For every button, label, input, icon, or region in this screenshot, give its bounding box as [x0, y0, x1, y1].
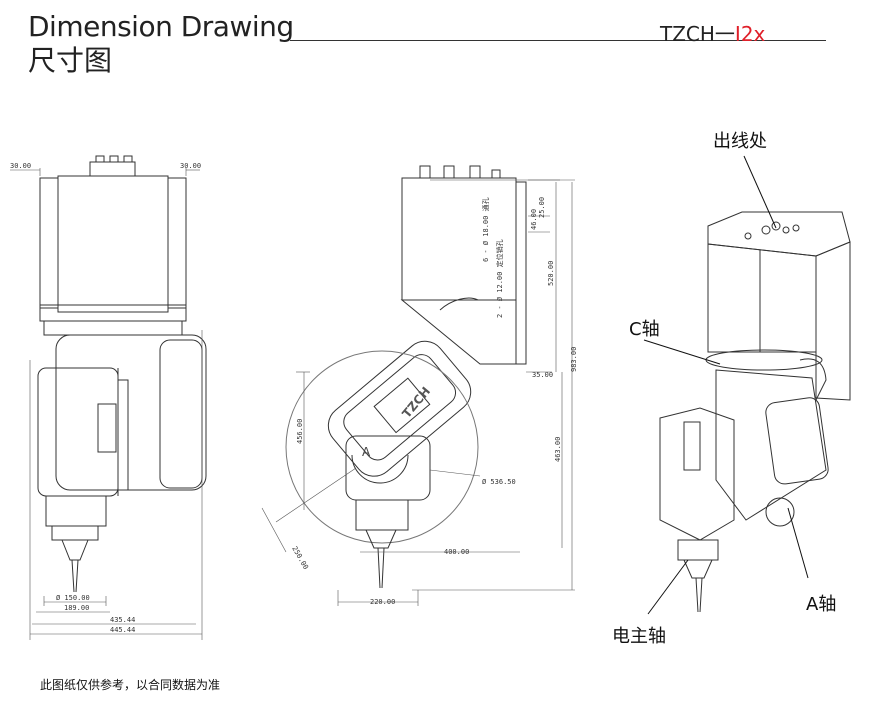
dim-side-35: 35.00: [532, 371, 553, 379]
dim-side-400: 400.00: [444, 548, 469, 556]
iso-view: [659, 211, 851, 613]
dim-side-d536: Ø 536.50: [482, 478, 516, 486]
callout-spindle: 电主轴: [612, 626, 666, 647]
dim-front-435: 435.44: [110, 616, 135, 624]
dim-front-189: 189.00: [64, 604, 89, 612]
dim-side-46: 46.00: [530, 209, 538, 230]
side-view-dim-lines: [261, 179, 575, 606]
footer-note: 此图纸仅供参考，以合同数据为准: [40, 678, 221, 692]
callout-a-axis: A轴: [806, 594, 837, 615]
dim-side-220: 220.00: [370, 598, 395, 606]
dim-front-left-30: 30.00: [10, 162, 31, 170]
model-number: TZCH一I2x: [660, 18, 765, 47]
dim-side-456: 456.00: [296, 419, 304, 444]
header-rule: [290, 40, 826, 41]
side-a-axis-mark: A: [362, 445, 371, 459]
dim-side-holes-18: 6 - Ø 18.00 通孔: [481, 197, 490, 262]
callout-c-axis: C轴: [629, 319, 660, 340]
dim-front-d150: Ø 150.00: [56, 594, 90, 602]
dim-side-463: 463.00: [554, 437, 562, 462]
front-view: [37, 155, 207, 593]
callout-leaders: [643, 155, 809, 615]
page-title-cn: 尺寸图: [28, 44, 113, 77]
dim-side-250: 250.00: [290, 545, 310, 571]
dim-side-983: 983.00: [570, 347, 578, 372]
dim-side-holes-12: 2 - Ø 12.00 定位销孔: [495, 239, 504, 318]
dim-front-right-30: 30.00: [180, 162, 201, 170]
dim-side-520: 520.00: [547, 261, 555, 286]
side-view: [285, 165, 527, 589]
model-prefix: TZCH一: [660, 22, 735, 46]
dim-side-25: 25.00: [538, 197, 546, 218]
page-title: Dimension Drawing: [28, 10, 294, 43]
model-suffix: I2x: [734, 22, 766, 46]
front-view-dim-lines: [10, 168, 203, 640]
callout-cable-outlet: 出线处: [713, 131, 767, 152]
dim-front-445: 445.44: [110, 626, 135, 634]
